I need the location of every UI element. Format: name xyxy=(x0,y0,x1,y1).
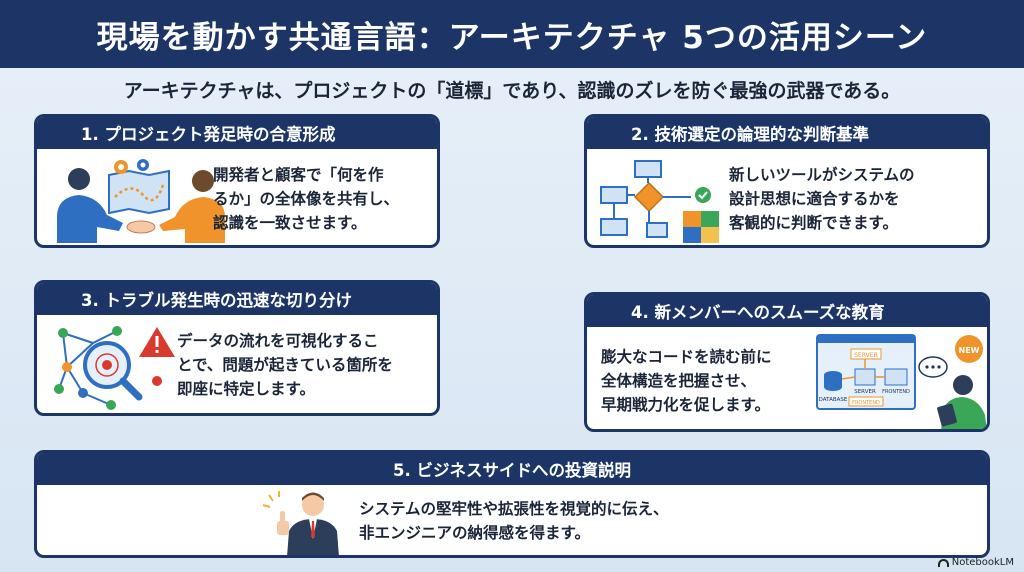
map-icon xyxy=(108,169,170,215)
speech-bubble-icon xyxy=(918,356,948,378)
brand-watermark: NotebookLM xyxy=(937,557,1014,568)
card-title: 4. 新メンバーへのスムーズな教育 xyxy=(587,295,987,327)
card-title: 1. プロジェクト発足時の合意形成 xyxy=(37,117,437,149)
card-tech-selection: 2. 技術選定の論理的な判断基準 新しいツールがシステムの 設計思想に適合するか… xyxy=(584,114,990,248)
server-label-top: SERVER xyxy=(854,352,878,359)
person-left xyxy=(57,168,123,243)
person-right xyxy=(159,170,225,243)
subtitle: アーキテクチャは、プロジェクトの「道標」であり、認識のズレを防ぐ最強の武器である… xyxy=(123,80,901,102)
card-business: 5. ビジネスサイドへの投資説明 システムの堅牢性や拡張性を視覚的に伝え、 非エ… xyxy=(34,450,990,558)
thumbs-up-icon xyxy=(277,511,289,535)
new-badge: NEW xyxy=(955,335,983,363)
flowchart-illustration xyxy=(600,160,719,243)
person-with-tablet xyxy=(937,375,987,429)
notebooklm-logo-icon xyxy=(937,558,949,567)
card-text: システムの堅牢性や拡張性を視覚的に伝え、 非エンジニアの納得感を得ます。 xyxy=(359,500,669,542)
card-onboarding: 4. 新メンバーへのスムーズな教育 膨大なコードを読む前に 全体構造を把握させ、… xyxy=(584,292,990,432)
card-title: 5. ビジネスサイドへの投資説明 xyxy=(37,453,987,485)
database-label: DATABASE xyxy=(819,397,848,403)
handshake-illustration xyxy=(57,159,225,243)
puzzle-icon xyxy=(683,211,719,243)
sparkle-icon xyxy=(262,491,280,508)
gear-icon xyxy=(114,159,149,174)
card-consensus: 1. プロジェクト発足時の合意形成 開発者と顧客で「何を作 るか」の全体像を共有… xyxy=(34,114,440,248)
businessman-thumbsup-illustration xyxy=(262,491,339,555)
brand-label: NotebookLM xyxy=(951,557,1014,568)
warning-icon xyxy=(139,327,175,357)
header-banner: 現場を動かす共通言語：アーキテクチャ 5つの活用シーン xyxy=(0,0,1024,68)
card-text: 膨大なコードを読む前に 全体構造を把握させ、 早期戦力化を促します。 xyxy=(601,348,772,414)
magnifier-icon xyxy=(83,341,143,401)
card-text: 新しいツールがシステムの 設計思想に適合するかを 客観的に判断できます。 xyxy=(729,166,915,232)
check-icon xyxy=(695,187,711,203)
magnifier-network-illustration xyxy=(54,326,175,410)
card-text: 開発者と顧客で「何を作 るか」の全体像を共有し、 認識を一致させます。 xyxy=(213,166,400,232)
server-label: SERVER xyxy=(854,389,876,395)
page-title: 現場を動かす共通言語：アーキテクチャ 5つの活用シーン xyxy=(96,19,928,56)
frontend-label-bottom: FRONTEND xyxy=(852,400,880,406)
card-title: 2. 技術選定の論理的な判断基準 xyxy=(587,117,987,149)
card-text: データの流れを可視化するこ とで、問題が起きている箇所を 即座に特定します。 xyxy=(177,332,393,398)
frontend-label: FRONTEND xyxy=(882,389,910,395)
card-troubleshooting: 3. トラブル発生時の迅速な切り分け データの流れを可視化するこ とで、問題が起… xyxy=(34,280,440,416)
handshake xyxy=(126,220,156,234)
card-title: 3. トラブル発生時の迅速な切り分け xyxy=(37,283,437,315)
svg-text:NEW: NEW xyxy=(959,346,980,355)
onboarding-illustration: SERVER DATABASE SERVER FRONTEND FRONTEND… xyxy=(816,334,987,429)
